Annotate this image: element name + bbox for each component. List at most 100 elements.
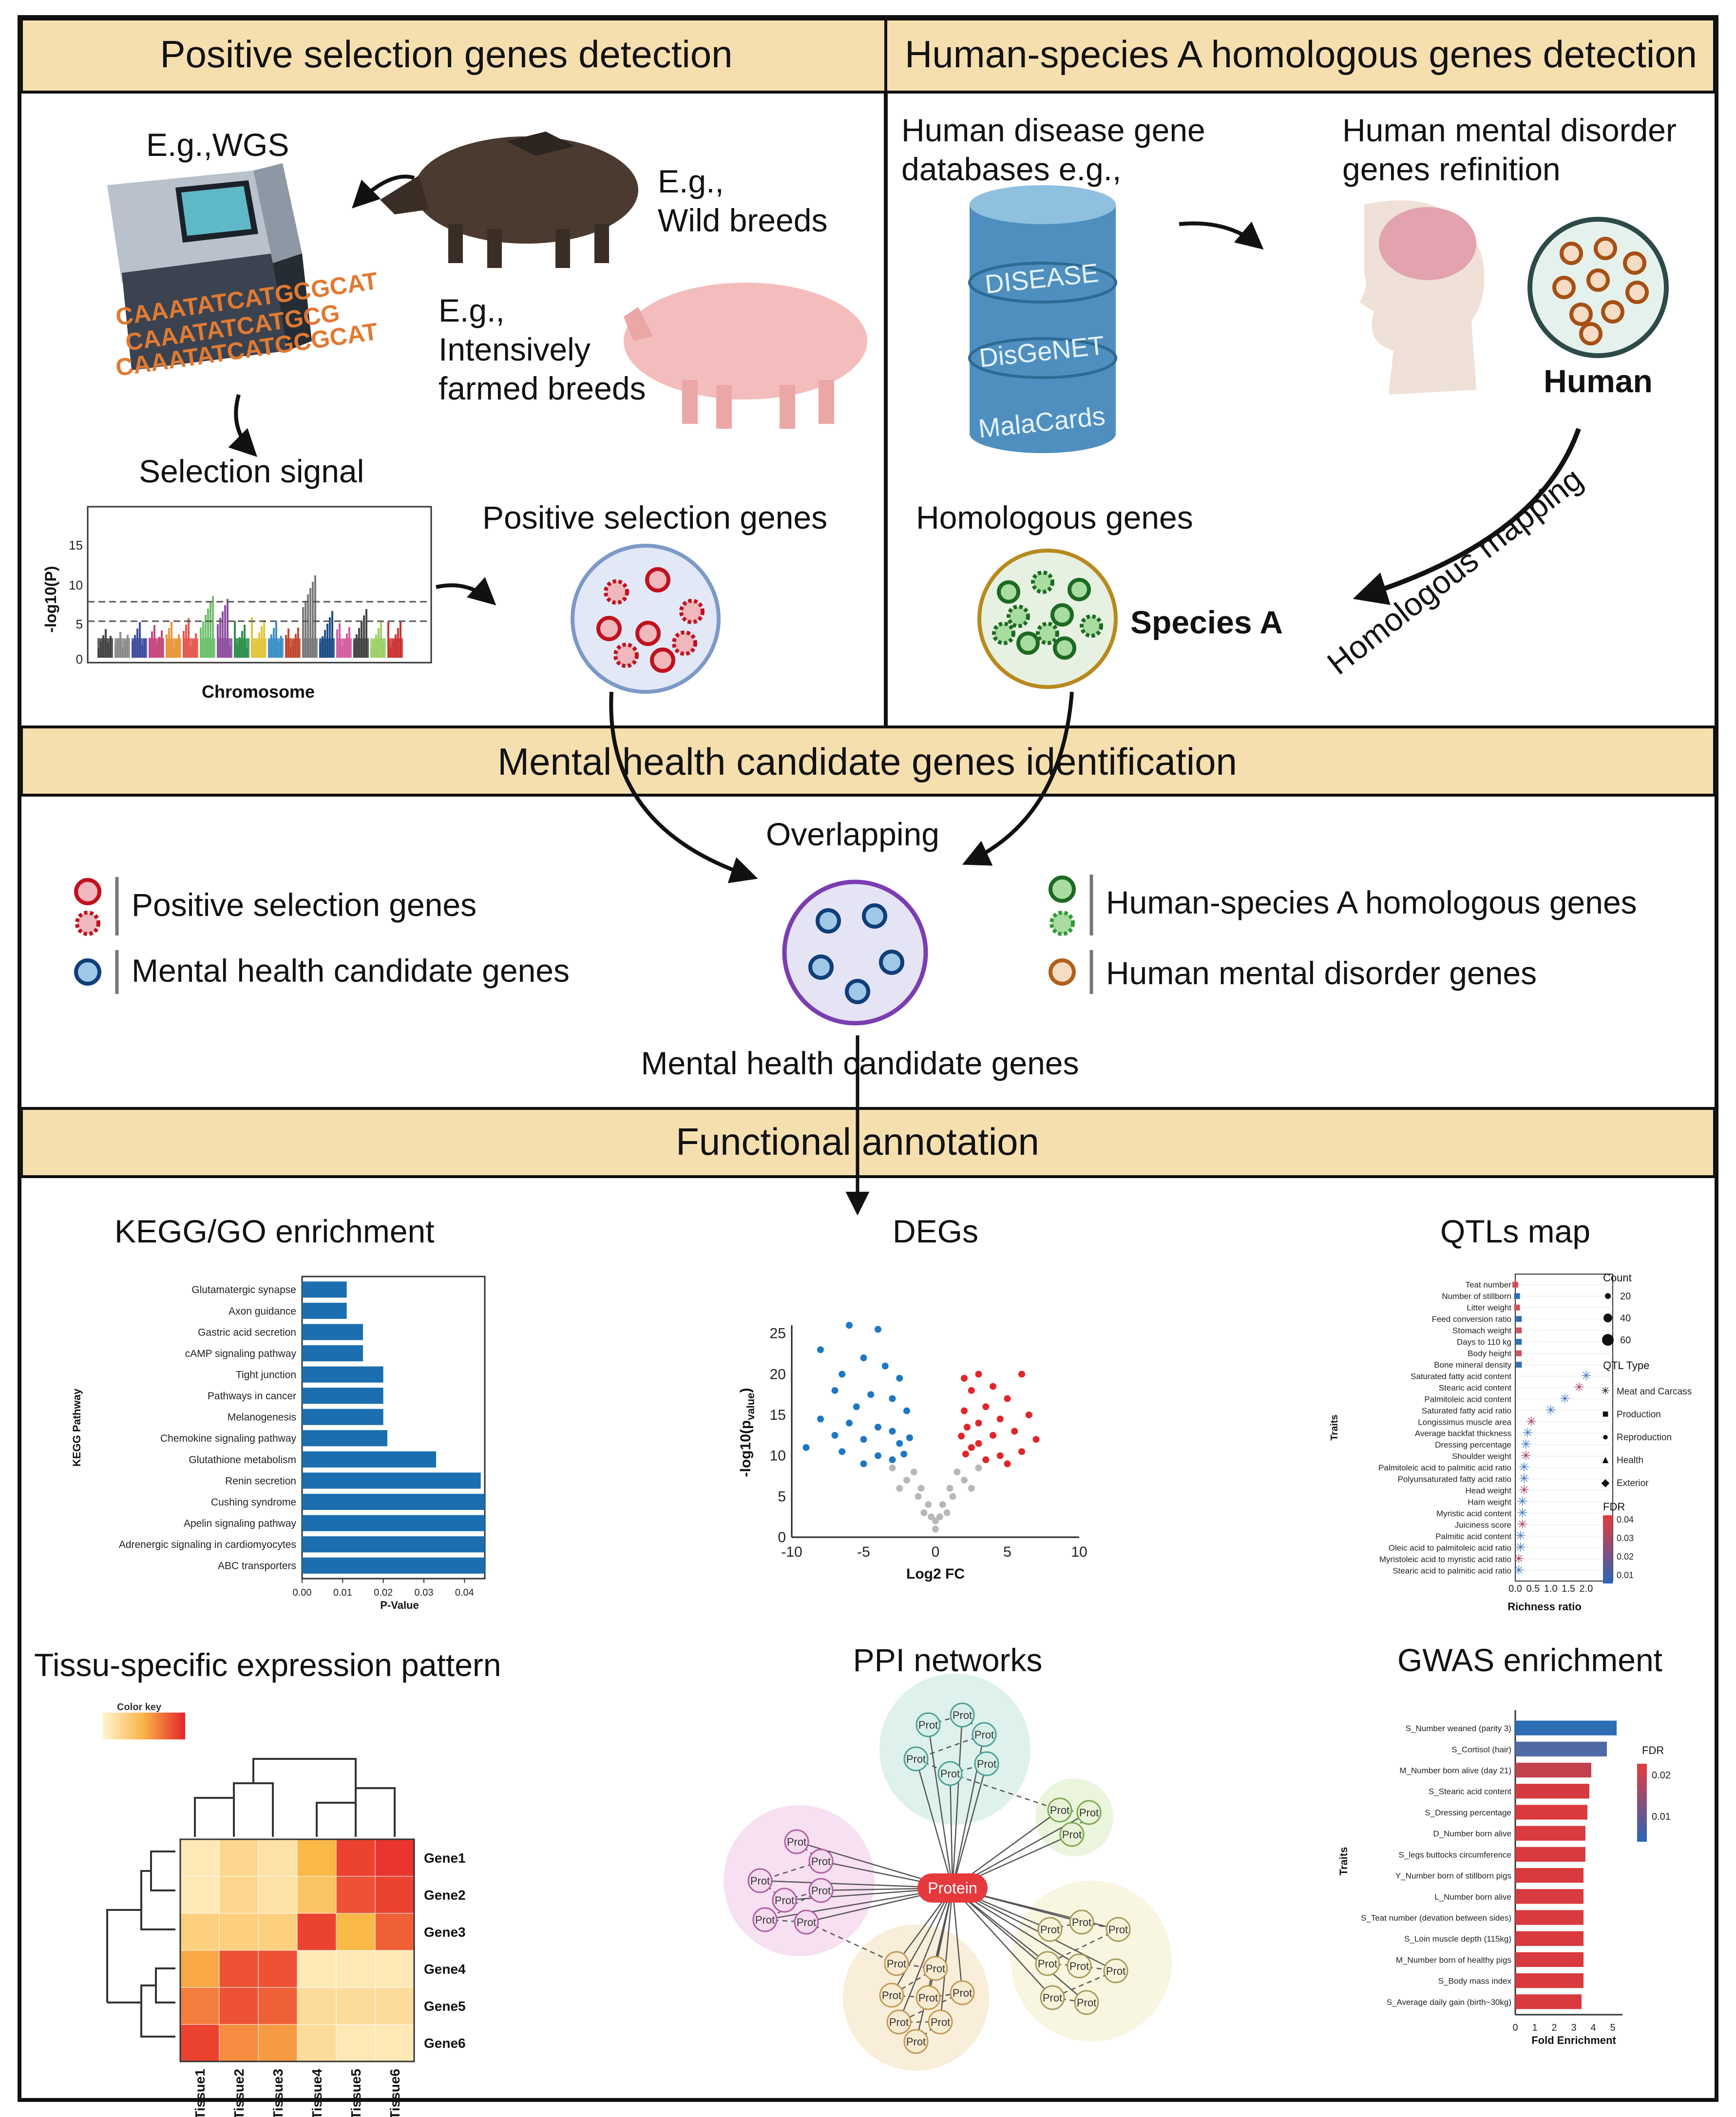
volcano-point: [1011, 1428, 1018, 1435]
refine-line1: Human mental disorder: [1342, 112, 1677, 148]
legend-homologous-label: Human-species A homologous genes: [1106, 884, 1637, 920]
volcano-point: [1032, 1436, 1040, 1443]
gwas-bar: [1515, 1720, 1617, 1736]
manhattan-point: [305, 601, 306, 658]
qtl-star-point: ✳: [1517, 1494, 1528, 1509]
ppi-node: [1074, 1990, 1099, 2015]
farmed-breeds-line1: E.g.,: [439, 292, 505, 328]
heatmap-column-label: Tissue5: [348, 2069, 363, 2117]
volcano-xtick-label: 10: [1071, 1544, 1087, 1560]
heatmap-cell: [336, 2024, 376, 2062]
gwas-bar: [1515, 1973, 1583, 1988]
ppi-node: [808, 1849, 834, 1874]
volcano-xtick-label: 0: [932, 1544, 940, 1560]
qtl-category-label: Longissimus muscle area: [1418, 1417, 1511, 1427]
manhattan-chrom-block: [251, 638, 267, 658]
gene-dot: [845, 979, 870, 1004]
legend-red-solid-icon: [74, 878, 101, 905]
ppi-node-label: Prot: [1072, 1916, 1091, 1928]
volcano-point: [982, 1456, 990, 1464]
ppi-node: [1037, 1917, 1063, 1942]
heatmap-cell: [375, 1913, 415, 1951]
ppi-node-label: Prot: [797, 1916, 816, 1928]
qtl-star-point: ✳: [1515, 1528, 1526, 1543]
gwas-bar: [1515, 1931, 1583, 1946]
gwas-ylabel: Traits: [1337, 1847, 1350, 1876]
species-genes-circle: [977, 549, 1118, 689]
qtl-category-label: Bone mineral density: [1434, 1360, 1511, 1370]
color-key-label: Color key: [117, 1702, 162, 1713]
volcano-point: [975, 1371, 982, 1378]
heatmap-row-label: Gene5: [424, 1999, 466, 2014]
gene-dot: [1050, 603, 1074, 627]
volcano-ylabel-sub: value: [744, 1393, 757, 1420]
qtl-star-point: ✳: [1521, 1449, 1531, 1463]
ppi-node-label: Prot: [811, 1855, 831, 1868]
ppi-node-label: Prot: [953, 1987, 972, 1999]
gene-dot: [1579, 322, 1602, 345]
volcano-xlabel: Log2 FC: [906, 1566, 965, 1582]
kegg-bar: [302, 1345, 363, 1362]
gene-dot: [613, 643, 639, 668]
qtl-category-label: Saturated fatty acid content: [1411, 1372, 1511, 1381]
manhattan-chrom-block: [114, 638, 130, 658]
manhattan-chrom-block: [319, 638, 335, 658]
manhattan-point: [219, 618, 221, 658]
ppi-node: [937, 1761, 963, 1786]
gwas-bar: [1515, 1826, 1585, 1841]
heatmap-cell: [375, 2024, 415, 2062]
gene-dot: [1560, 242, 1583, 265]
manhattan-chrom-block: [370, 638, 386, 658]
header-functional-box: [20, 1107, 1716, 1178]
qtl-star-point: ✳: [1513, 1563, 1524, 1577]
ppi-node-label: Prot: [918, 1719, 938, 1731]
kegg-bar-chart: KEGG Pathway P-Value Glutamatergic synap…: [71, 1276, 486, 1611]
qtl-star-point: ✳: [1519, 1471, 1529, 1486]
header-candidate-title: Mental health candidate genes identifica…: [497, 740, 1237, 783]
gwas-category-label: S_Stearic acid content: [1429, 1787, 1511, 1796]
ppi-node: [916, 1985, 941, 2010]
qtl-category-label: Palmitic acid content: [1435, 1532, 1511, 1541]
heatmap-cell: [336, 1839, 376, 1877]
qtl-fdr-label: 0.01: [1617, 1570, 1634, 1580]
qtl-category-label: Ham weight: [1468, 1498, 1511, 1507]
heatmap-cell: [258, 2024, 298, 2062]
legend-green-dashed-icon: [1049, 911, 1075, 936]
qtl-fdr-title: FDR: [1603, 1501, 1625, 1513]
ppi-cluster-edge: [784, 1889, 821, 1901]
gwas-title: GWAS enrichment: [1397, 1642, 1662, 1678]
color-key-gradient: [102, 1713, 185, 1739]
gene-dot: [645, 567, 670, 592]
kegg-category-label: cAMP signaling pathway: [185, 1348, 297, 1359]
tissue-title: Tissu-specific expression pattern: [34, 1647, 501, 1683]
kegg-category-label: Pathways in cancer: [208, 1391, 296, 1402]
heatmap-cell: [336, 1987, 376, 2025]
qtl-category-label: Palmitoleic acid content: [1424, 1394, 1511, 1404]
volcano-ylabel: -log10(pvalue): [738, 1388, 757, 1477]
ppi-node-label: Prot: [918, 1992, 938, 2004]
volcano-point: [802, 1444, 810, 1451]
manhattan-plot: 15 10 5 0 -log10(P) Chromosome: [42, 506, 432, 702]
kegg-xtick-label: 0.00: [293, 1587, 312, 1598]
qtl-ylabel: Traits: [1329, 1414, 1340, 1440]
gwas-xtick-label: 5: [1610, 2022, 1615, 2033]
kegg-bar: [302, 1472, 481, 1489]
heatmap-cell: [297, 2024, 337, 2062]
heatmap-cell: [297, 1839, 337, 1877]
database-cylinders: DISEASE DisGeNET MalaCards: [968, 185, 1117, 453]
ppi-edge: [952, 1888, 1087, 2003]
gene-dot: [1623, 251, 1646, 275]
legend-right: Human-species A homologous genes Human m…: [1049, 875, 1637, 994]
kegg-bar: [302, 1536, 485, 1553]
gene-dot: [1016, 631, 1040, 655]
tissue-heatmap: Color key Gene1Gene2Gene3Gene4Gene5Gene6…: [102, 1702, 466, 2117]
legend-disorder-label: Human mental disorder genes: [1106, 955, 1537, 991]
manhattan-point: [224, 605, 226, 658]
volcano-point: [839, 1448, 846, 1455]
gwas-bar: [1515, 1910, 1583, 1925]
volcano-point: [990, 1431, 996, 1439]
volcano-point: [990, 1383, 996, 1390]
qtl-square-point: [1516, 1316, 1522, 1322]
ppi-node: [974, 1751, 999, 1776]
